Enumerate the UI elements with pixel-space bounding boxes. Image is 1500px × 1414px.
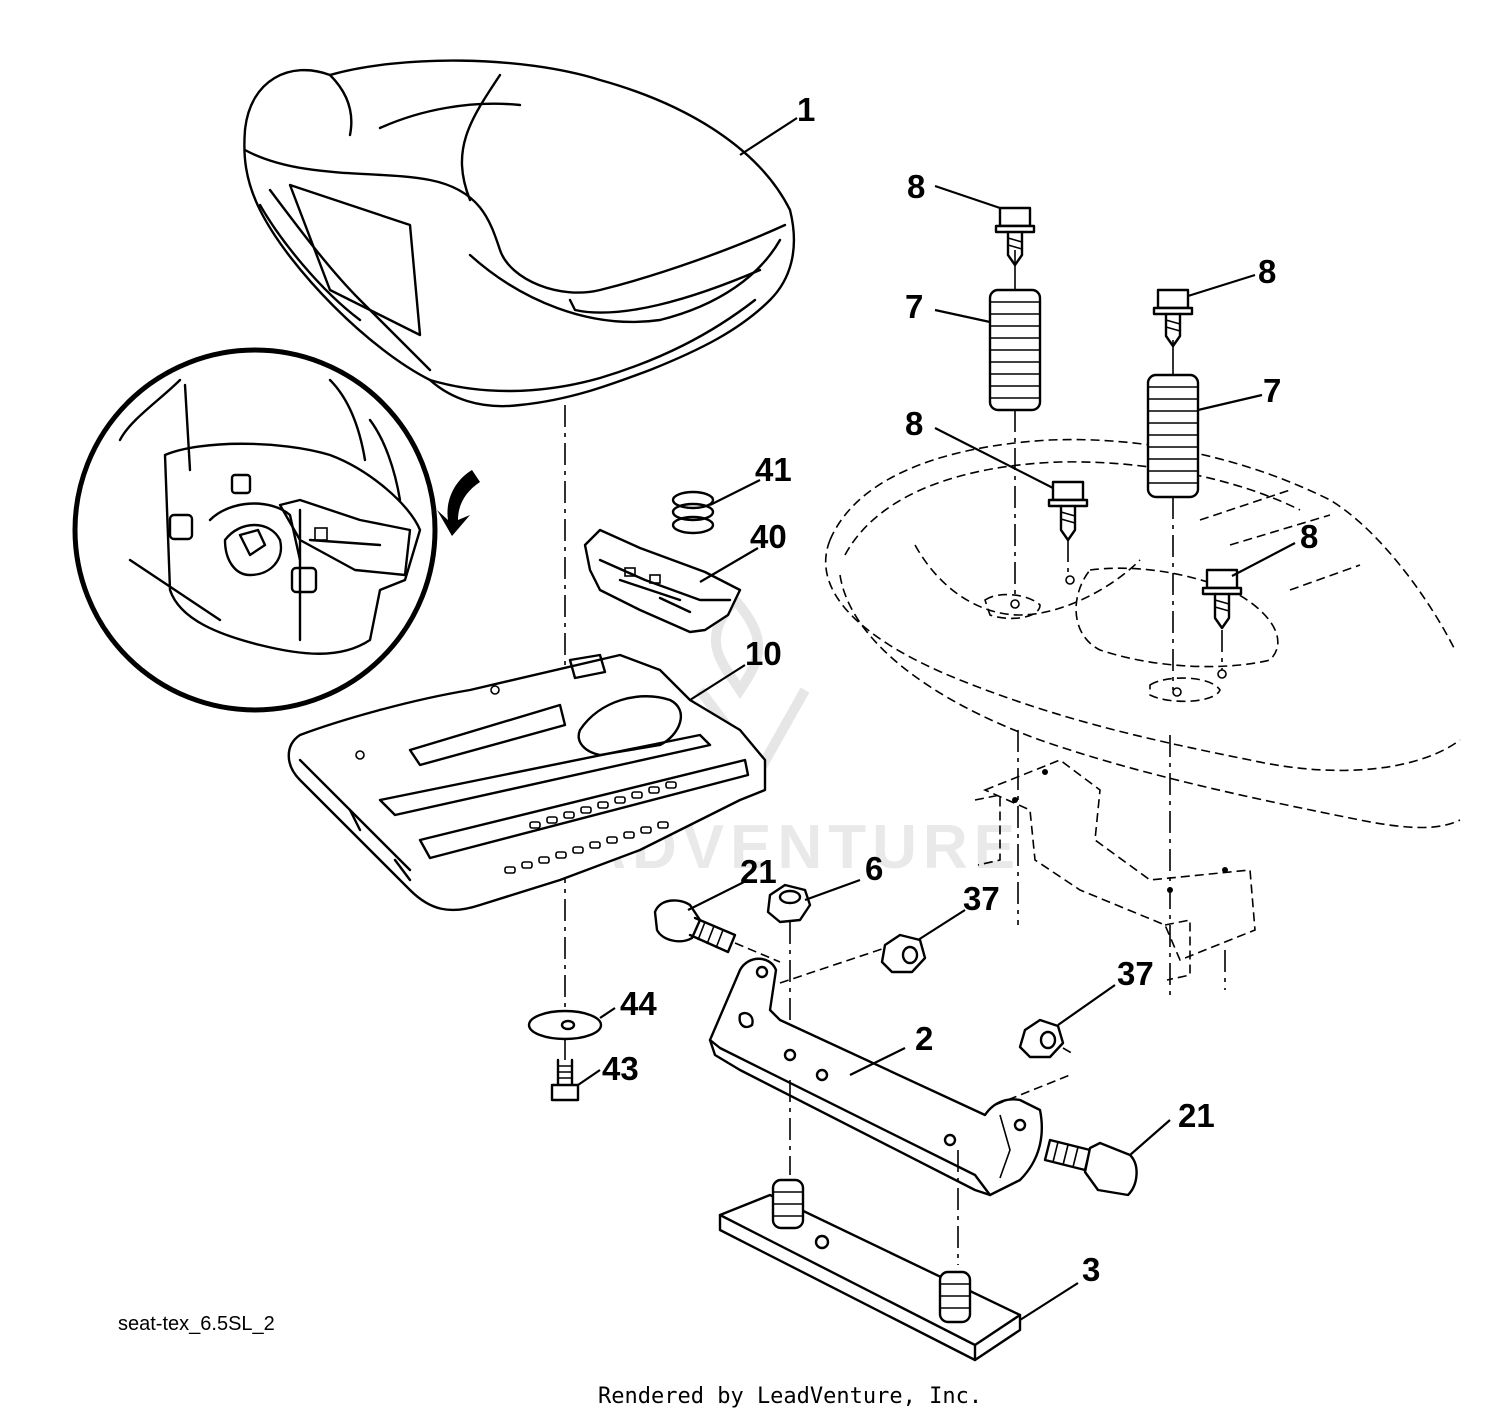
spring-left: [988, 288, 1042, 412]
callout-1: 1: [797, 91, 815, 128]
bolt-left: [653, 899, 781, 963]
callout-40: 40: [750, 518, 787, 555]
base-plate: [718, 1178, 1022, 1362]
callout-43: 43: [602, 1050, 639, 1087]
bolt-left-top: [994, 206, 1036, 267]
bolt-right: [1043, 1138, 1138, 1197]
nut-upper: [779, 933, 927, 984]
latch-detail-view: [72, 347, 480, 713]
spring-right: [1146, 373, 1200, 499]
rotate-arrow-icon: [437, 470, 480, 536]
small-bolt: [550, 1058, 580, 1102]
callout-37-lower: 37: [1117, 955, 1154, 992]
callout-7-left: 7: [905, 288, 923, 325]
callout-6: 6: [865, 850, 883, 887]
callout-7-right: 7: [1263, 372, 1281, 409]
small-spring: [671, 490, 715, 535]
render-credit: Rendered by LeadVenture, Inc.: [598, 1384, 982, 1409]
callout-21-right: 21: [1178, 1097, 1215, 1134]
callout-8-right-bottom: 8: [1300, 518, 1318, 555]
drawing-code: seat-tex_6.5SL_2: [118, 1313, 275, 1335]
callout-8-left-top: 8: [907, 168, 925, 205]
callout-44: 44: [620, 985, 657, 1022]
nut-center: [766, 883, 812, 1080]
tractor-frame-outline: [824, 438, 1461, 1000]
leader-lines: [577, 117, 1296, 1321]
callout-37-upper: 37: [963, 880, 1000, 917]
callout-10: 10: [745, 635, 782, 672]
bolt-right-bottom: [1201, 568, 1243, 630]
callout-8-left-bottom: 8: [905, 405, 923, 442]
callout-21-left: 21: [740, 853, 777, 890]
nut-lower: [1018, 1018, 1076, 1059]
bolt-left-bottom: [1047, 480, 1089, 542]
callout-8-right-top: 8: [1258, 253, 1276, 290]
latch-clip: [583, 528, 742, 634]
callout-3: 3: [1082, 1251, 1100, 1288]
seat: [243, 59, 796, 408]
callout-2: 2: [915, 1020, 933, 1057]
mounting-bracket: [708, 957, 1071, 1265]
bolt-right-top: [1152, 288, 1194, 348]
callout-labels: 1 8 8 7 7 8 8 41 40 10 21 6 37 37 44 2 4…: [602, 91, 1318, 1288]
washer: [527, 1009, 603, 1060]
callout-41: 41: [755, 451, 792, 488]
seat-pan: [287, 653, 767, 912]
